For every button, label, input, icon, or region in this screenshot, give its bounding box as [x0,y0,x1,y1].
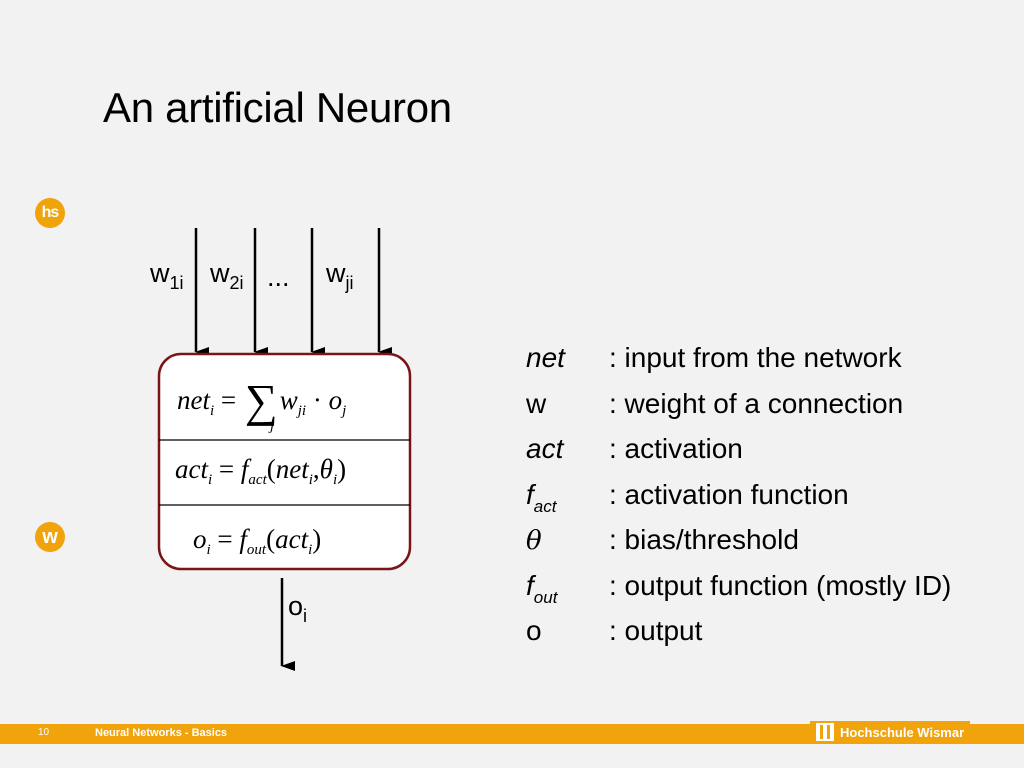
course-title: Neural Networks - Basics [95,727,228,739]
institution-name: Hochschule Wismar [840,724,965,740]
output-label: oi [288,591,308,626]
formula-activation: acti = fact(neti,θi) [175,454,347,488]
weight-ellipsis: ... [267,262,290,292]
weight-label-j: wji [326,258,354,293]
legend-definition: : bias/threshold [609,524,799,555]
legend-symbol: fout [526,569,558,607]
weight-label-2: w2i [210,258,244,293]
legend-definition: : weight of a connection [609,387,904,419]
neuron-box [157,352,412,571]
w-logo-badge: w [35,522,65,552]
legend-definition: : input from the network [609,342,902,373]
institution-logo: Hochschule Wismar [810,721,971,743]
legend-symbol: fact [526,478,557,516]
slide-title: An artificial Neuron [103,84,452,131]
formula-output: oi = fout(acti) [193,524,322,558]
legend-definition: : output function (mostly ID) [609,569,952,601]
page-number: 10 [38,727,50,738]
hochschule-mark-icon [816,723,834,741]
legend-definition: : output [609,615,703,646]
hs-logo-badge: hs [35,198,65,228]
legend-symbol: θ [526,526,542,556]
legend-symbol: o [526,615,542,646]
weight-label-1: w1i [150,258,184,293]
legend-definition: : activation [609,433,743,464]
footer-bar [0,724,1024,744]
legend-definition: : activation function [609,478,849,510]
legend-symbol: act [526,433,564,464]
legend-symbol: net [526,342,565,373]
legend-symbol: w [526,387,547,419]
